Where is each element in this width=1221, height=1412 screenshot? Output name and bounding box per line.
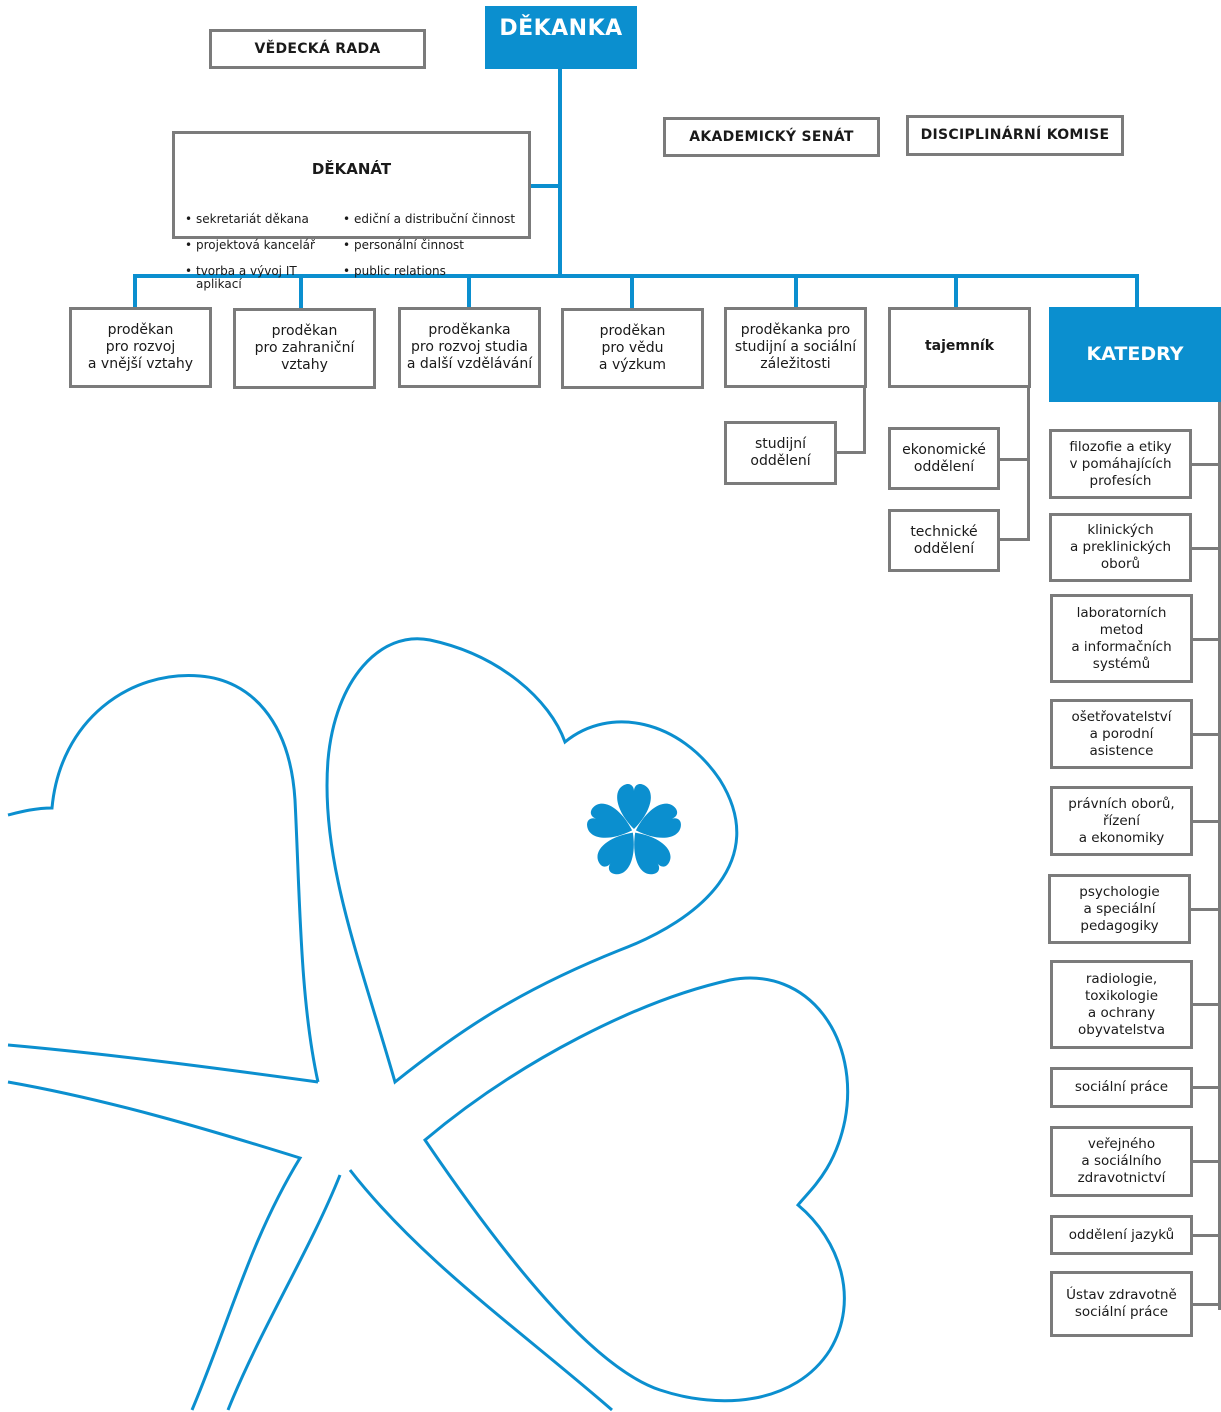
tajemnik-box: tajemník (888, 307, 1031, 388)
connector-dekanat (528, 184, 560, 188)
dept-tick (1190, 908, 1221, 911)
connector-drop-6 (954, 274, 958, 308)
dept-tick (1192, 638, 1221, 641)
dept-tick (1192, 1160, 1221, 1163)
connector-drop-2 (299, 274, 303, 308)
department-radiologie: radiologie, toxikologie a ochrany obyvat… (1050, 960, 1193, 1049)
prodekan-rozvoj-box: proděkan pro rozvoj a vnější vztahy (69, 307, 212, 388)
vedecka-rada-box: VĚDECKÁ RADA (209, 29, 426, 69)
connector-studijni-h (835, 451, 866, 454)
department-psychologie: psychologie a speciální pedagogiky (1048, 874, 1191, 944)
studijni-oddeleni-box: studijní oddělení (724, 421, 837, 485)
dept-tick (1192, 1086, 1221, 1089)
connector-drop-3 (467, 274, 471, 308)
dekanat-item: projektová kancelář (185, 239, 315, 253)
dekanat-item: ediční a distribuční činnost (343, 213, 515, 227)
prodekanka-studia-box: proděkanka pro rozvoj studia a další vzd… (398, 307, 541, 388)
department-osetrovatelstvi: ošetřovatelství a porodní asistence (1050, 699, 1193, 769)
connector-drop-4 (630, 274, 634, 308)
department-filozofie: filozofie a etiky v pomáhajících profesí… (1049, 429, 1192, 499)
dekanat-title: DĚKANÁT (311, 160, 392, 178)
connector-drop-1 (133, 274, 137, 308)
department-klinickych: klinických a preklinických oborů (1049, 513, 1192, 582)
connector-main-vertical (558, 68, 562, 278)
dekanat-item: personální činnost (343, 239, 515, 253)
ekonomicke-oddeleni-box: ekonomické oddělení (888, 427, 1000, 490)
prodekan-zahranicni-box: proděkan pro zahraniční vztahy (233, 308, 376, 389)
dekanat-item: tvorba a vývoj IT aplikací (185, 265, 315, 291)
dekanat-item: sekretariát děkana (185, 213, 315, 227)
department-jazyku: oddělení jazyků (1050, 1215, 1193, 1255)
technicke-oddeleni-box: technické oddělení (888, 509, 1000, 572)
dekanat-box: DĚKANÁT sekretariát děkana projektová ka… (172, 131, 531, 291)
dept-tick (1192, 1003, 1221, 1006)
department-ustav: Ústav zdravotně sociální práce (1050, 1271, 1193, 1337)
disciplinarni-komise-box: DISCIPLINÁRNÍ KOMISE (906, 115, 1124, 156)
connector-katedry-v (1218, 400, 1221, 1310)
connector-tajemnik-v (1027, 386, 1030, 541)
dekanka-box: DĚKANKA (485, 6, 637, 69)
prodekanka-studijni-box: proděkanka pro studijní a sociální zálež… (724, 307, 867, 388)
dept-tick (1192, 733, 1221, 736)
dept-tick (1192, 820, 1221, 823)
connector-studijni-v (863, 386, 866, 454)
connector-ekonomicke-h (998, 458, 1030, 461)
katedry-box: KATEDRY (1049, 307, 1221, 402)
prodekan-vedu-box: proděkan pro vědu a výzkum (561, 308, 704, 389)
dept-tick (1191, 547, 1221, 550)
department-socialni-prace: sociální práce (1050, 1067, 1193, 1108)
department-laboratornich: laboratorních metod a informačních systé… (1050, 594, 1193, 683)
dekanat-right-list: ediční a distribuční činnost personální … (343, 200, 515, 304)
department-verejneho: veřejného a sociálního zdravotnictví (1050, 1126, 1193, 1197)
connector-technicke-h (998, 538, 1030, 541)
dept-tick (1192, 1234, 1221, 1237)
department-pravnich: právních oborů, řízení a ekonomiky (1050, 786, 1193, 856)
connector-horizontal-bar (133, 274, 1139, 278)
dept-tick (1192, 1303, 1221, 1306)
dekanat-item: public relations (343, 265, 515, 279)
connector-drop-5 (794, 274, 798, 308)
akademicky-senat-box: AKADEMICKÝ SENÁT (663, 117, 880, 157)
connector-drop-7 (1135, 274, 1139, 308)
dekanat-left-list: sekretariát děkana projektová kancelář t… (185, 200, 315, 304)
dept-tick (1191, 463, 1221, 466)
